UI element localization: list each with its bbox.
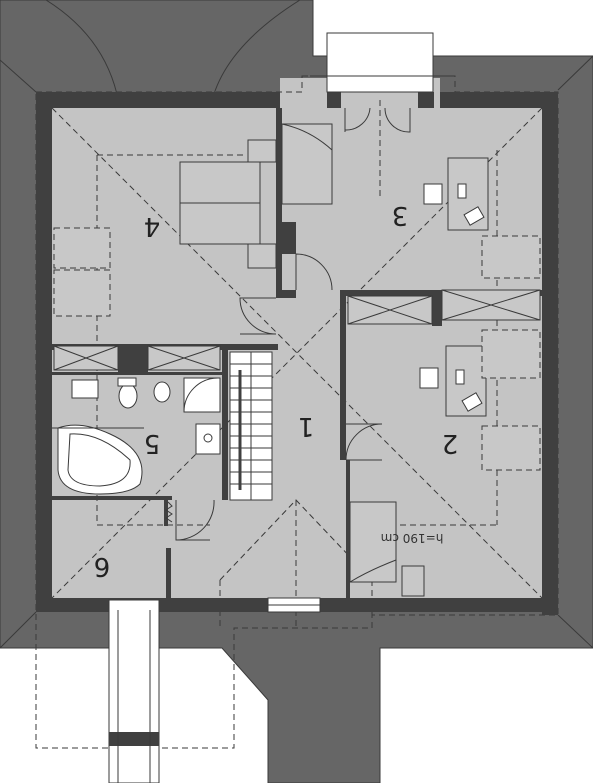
bedroom-furniture (53, 123, 333, 317)
entrance-strip (108, 599, 160, 783)
radiator (165, 501, 173, 523)
room-number-3: 3 (392, 200, 409, 230)
window-bottom (267, 597, 321, 613)
room-number-1: 1 (298, 411, 315, 441)
office-furniture-2 (349, 329, 541, 597)
office-furniture-3 (423, 157, 541, 279)
room-number-2: 2 (442, 428, 459, 458)
room-number-4: 4 (144, 211, 161, 241)
doors (175, 107, 411, 541)
bathroom-fixtures (52, 377, 221, 495)
room-labels: 1 2 3 4 5 6 h=190 cm (94, 200, 459, 581)
wardrobes (53, 289, 541, 371)
height-label: h=190 cm (381, 531, 444, 545)
stairs (229, 351, 273, 501)
room-number-6: 6 (94, 551, 111, 581)
balcony-top (313, 32, 455, 93)
room-number-5: 5 (144, 428, 161, 458)
